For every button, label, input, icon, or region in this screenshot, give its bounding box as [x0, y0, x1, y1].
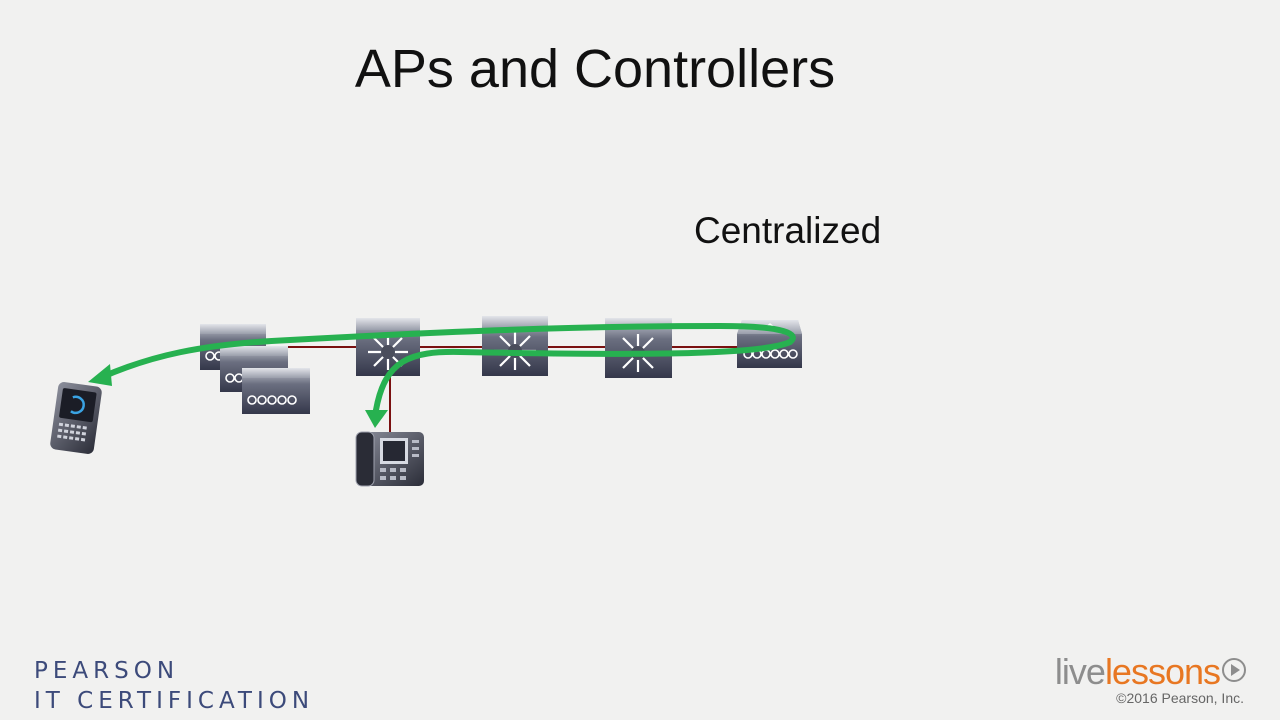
lessons-text: lessons: [1104, 651, 1221, 692]
slide-title: APs and Controllers: [354, 39, 836, 99]
play-icon: [1222, 658, 1246, 682]
livelessons-wordmark: livelessons: [1055, 652, 1246, 692]
arrow-to-phone-icon: [365, 410, 388, 428]
arrow-to-smartphone-icon: [88, 364, 112, 386]
switch-2: [482, 316, 548, 376]
switch-1: [356, 318, 420, 376]
copyright: ©2016 Pearson, Inc.: [1116, 690, 1244, 706]
slide-subtitle: Centralized: [694, 210, 882, 251]
live-text: live: [1054, 651, 1106, 692]
arrowheads: [88, 364, 388, 428]
tunnel-return-arrow: [373, 339, 793, 413]
smartphone: [50, 382, 102, 454]
pearson-logo: PEARSON IT CERTIFICATION: [34, 656, 314, 716]
traffic-path: [97, 322, 796, 413]
tunnel-outbound-arrow: [97, 322, 796, 381]
access-point-3: [242, 368, 310, 414]
pearson-subtitle: IT CERTIFICATION: [34, 688, 315, 714]
livelessons-logo: livelessons ©2016 Pearson, Inc.: [1055, 652, 1246, 706]
pearson-wordmark: PEARSON: [34, 658, 180, 684]
ip-phone: [355, 431, 424, 487]
